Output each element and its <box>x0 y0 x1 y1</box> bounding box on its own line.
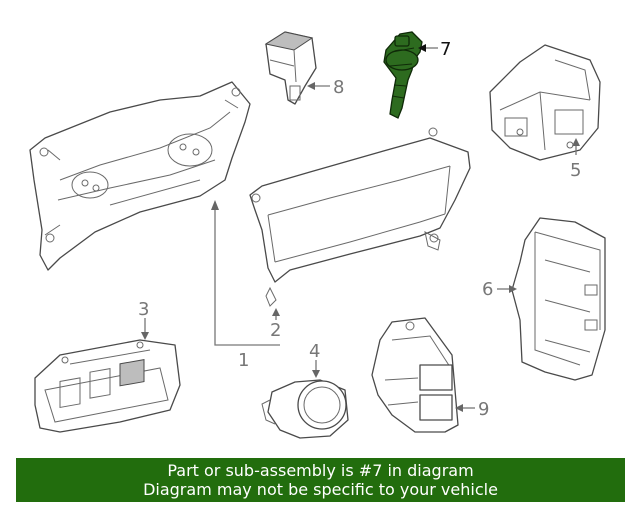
part-6-body-control-module[interactable] <box>511 217 606 381</box>
callout-7[interactable]: 7 <box>440 39 451 60</box>
info-banner: Part or sub-assembly is #7 in diagram Di… <box>16 458 625 502</box>
part-8-switch[interactable] <box>264 31 317 105</box>
banner-line-part-number: Part or sub-assembly is #7 in diagram <box>167 461 474 480</box>
part-7-ignition-coil-highlighted[interactable] <box>383 31 423 119</box>
part-3-switch-panel[interactable] <box>34 339 181 433</box>
part-9-switch-assembly[interactable] <box>371 317 459 433</box>
callout-3[interactable]: 3 <box>138 299 149 320</box>
banner-line-disclaimer: Diagram may not be specific to your vehi… <box>143 480 498 499</box>
callout-1[interactable]: 1 <box>238 350 249 371</box>
callout-4[interactable]: 4 <box>309 341 320 362</box>
callout-8[interactable]: 8 <box>333 77 344 98</box>
callout-9[interactable]: 9 <box>478 399 489 420</box>
callout-6[interactable]: 6 <box>482 279 493 300</box>
leader-lines <box>141 44 580 412</box>
part-1-instrument-cluster[interactable] <box>29 81 251 271</box>
callout-5[interactable]: 5 <box>570 160 581 181</box>
parts-diagram: 1 2 3 4 5 6 7 8 9 <box>29 31 606 439</box>
part-2-display-screen[interactable] <box>249 127 471 307</box>
part-5-control-module[interactable] <box>489 44 601 161</box>
callout-labels: 1 2 3 4 5 6 7 8 9 <box>138 39 581 420</box>
callout-2[interactable]: 2 <box>270 320 281 341</box>
part-4-ignition-button[interactable] <box>261 379 349 439</box>
